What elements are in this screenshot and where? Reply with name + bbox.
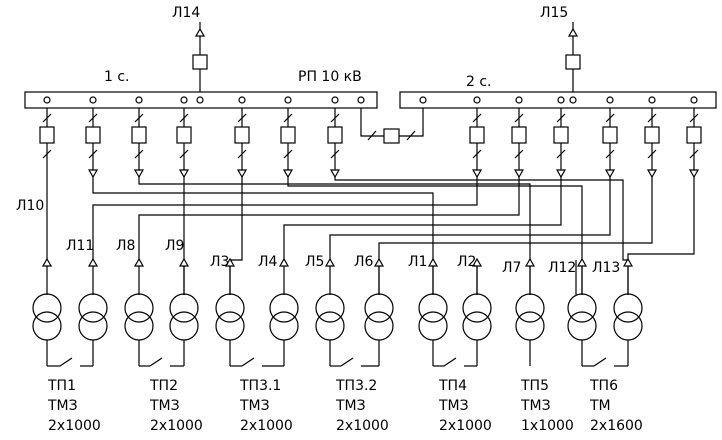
feeder-label: Л7 — [502, 260, 521, 276]
substation-type: ТМЗ — [239, 398, 270, 414]
incoming-line-left-label: Л14 — [172, 5, 200, 21]
feeder-cell-11 — [602, 108, 618, 179]
feeder-label: Л4 — [258, 254, 278, 270]
busbar-taps — [43, 96, 698, 104]
feeder-cell-9 — [511, 108, 527, 179]
substation-type: ТМЗ — [520, 398, 551, 414]
transformer-12 — [567, 266, 597, 366]
substation-label: РП 10 кВ — [298, 69, 362, 85]
transformer-11 — [515, 266, 545, 366]
substation-name: ТП1 — [47, 378, 76, 394]
feeder-label: Л5 — [305, 254, 324, 270]
substation-caption-6: ТП5 ТМЗ 1х1000 — [520, 378, 574, 434]
substation-type: ТМЗ — [438, 398, 469, 414]
transformer-8 — [364, 266, 394, 366]
substation-caption-5: ТП4 ТМЗ 2х1000 — [438, 378, 492, 434]
substation-type: ТМЗ — [335, 398, 366, 414]
substation-rating: 2х1000 — [48, 418, 101, 434]
substation-name: ТП5 — [520, 378, 549, 394]
transformer-7 — [315, 266, 345, 366]
substation-rating: 2х1000 — [240, 418, 293, 434]
feeder-label: Л8 — [116, 238, 135, 254]
substation-caption-2: ТП2 ТМЗ 2х1000 — [149, 378, 203, 434]
feeder-label: Л11 — [66, 238, 94, 254]
feeder-cell-12 — [644, 108, 660, 179]
substation-rating: 2х1000 — [439, 418, 492, 434]
feeder-cell-2 — [85, 108, 101, 179]
lv-ties — [47, 357, 628, 367]
feeder-cell-13 — [686, 108, 702, 179]
section-1-label: 1 с. — [104, 69, 130, 85]
substation-rating: 2х1000 — [336, 418, 389, 434]
transformer-2 — [78, 266, 108, 366]
substation-name: ТП3.2 — [335, 378, 377, 394]
transformer-4 — [169, 266, 199, 366]
substation-caption-1: ТП1 ТМЗ 2х1000 — [47, 378, 101, 434]
incoming-line-right-label: Л15 — [540, 5, 568, 21]
substation-rating: 2х1600 — [590, 418, 643, 434]
feeder-cell-7 — [327, 108, 343, 179]
transformer-13 — [613, 266, 643, 366]
incoming-line-left — [192, 22, 208, 92]
busbar-section-1 — [24, 91, 378, 109]
substation-name: ТП3.1 — [239, 378, 281, 394]
feeder-cell-3 — [131, 108, 147, 179]
section-2-label: 2 с. — [466, 74, 492, 90]
transformer-9 — [418, 266, 448, 366]
feeder-label: Л10 — [16, 198, 44, 214]
feeder-label: Л2 — [457, 254, 476, 270]
feeder-label: Л3 — [210, 254, 229, 270]
substation-type: ТМЗ — [149, 398, 180, 414]
substation-name: ТП6 — [589, 378, 618, 394]
substation-caption-3: ТП3.1 ТМЗ 2х1000 — [239, 378, 293, 434]
feeder-cells — [39, 108, 702, 260]
feeder-cell-6 — [280, 108, 296, 179]
feeder-cell-8 — [469, 108, 485, 179]
bus-coupler — [360, 108, 424, 144]
feeder-end-arrows — [41, 257, 634, 267]
feeder-cell-10 — [553, 108, 569, 179]
substation-name: ТП2 — [149, 378, 178, 394]
substation-name: ТП4 — [438, 378, 467, 394]
feeder-cell-4 — [176, 108, 192, 179]
transformer-3 — [124, 266, 154, 366]
incoming-line-right — [565, 22, 581, 92]
substation-rating: 1х1000 — [521, 418, 574, 434]
transformers — [32, 266, 643, 366]
feeder-label: Л1 — [408, 254, 427, 270]
transformer-10 — [462, 266, 492, 366]
substation-caption-4: ТП3.2 ТМЗ 2х1000 — [335, 378, 389, 434]
feeder-cell-1 — [39, 108, 55, 260]
feeder-label: Л13 — [592, 260, 620, 276]
transformer-6 — [269, 266, 299, 366]
feeder-label: Л12 — [548, 260, 576, 276]
substation-type: ТМЗ — [47, 398, 78, 414]
transformer-5 — [215, 266, 245, 366]
feeder-cell-5 — [234, 108, 250, 179]
feeder-label: Л9 — [165, 238, 184, 254]
transformer-1 — [32, 266, 62, 366]
substation-type: ТМ — [589, 398, 611, 414]
substation-rating: 2х1000 — [150, 418, 203, 434]
substation-caption-7: ТП6 ТМ 2х1600 — [589, 378, 643, 434]
feeder-label: Л6 — [354, 254, 374, 270]
cable-routes — [92, 177, 695, 295]
